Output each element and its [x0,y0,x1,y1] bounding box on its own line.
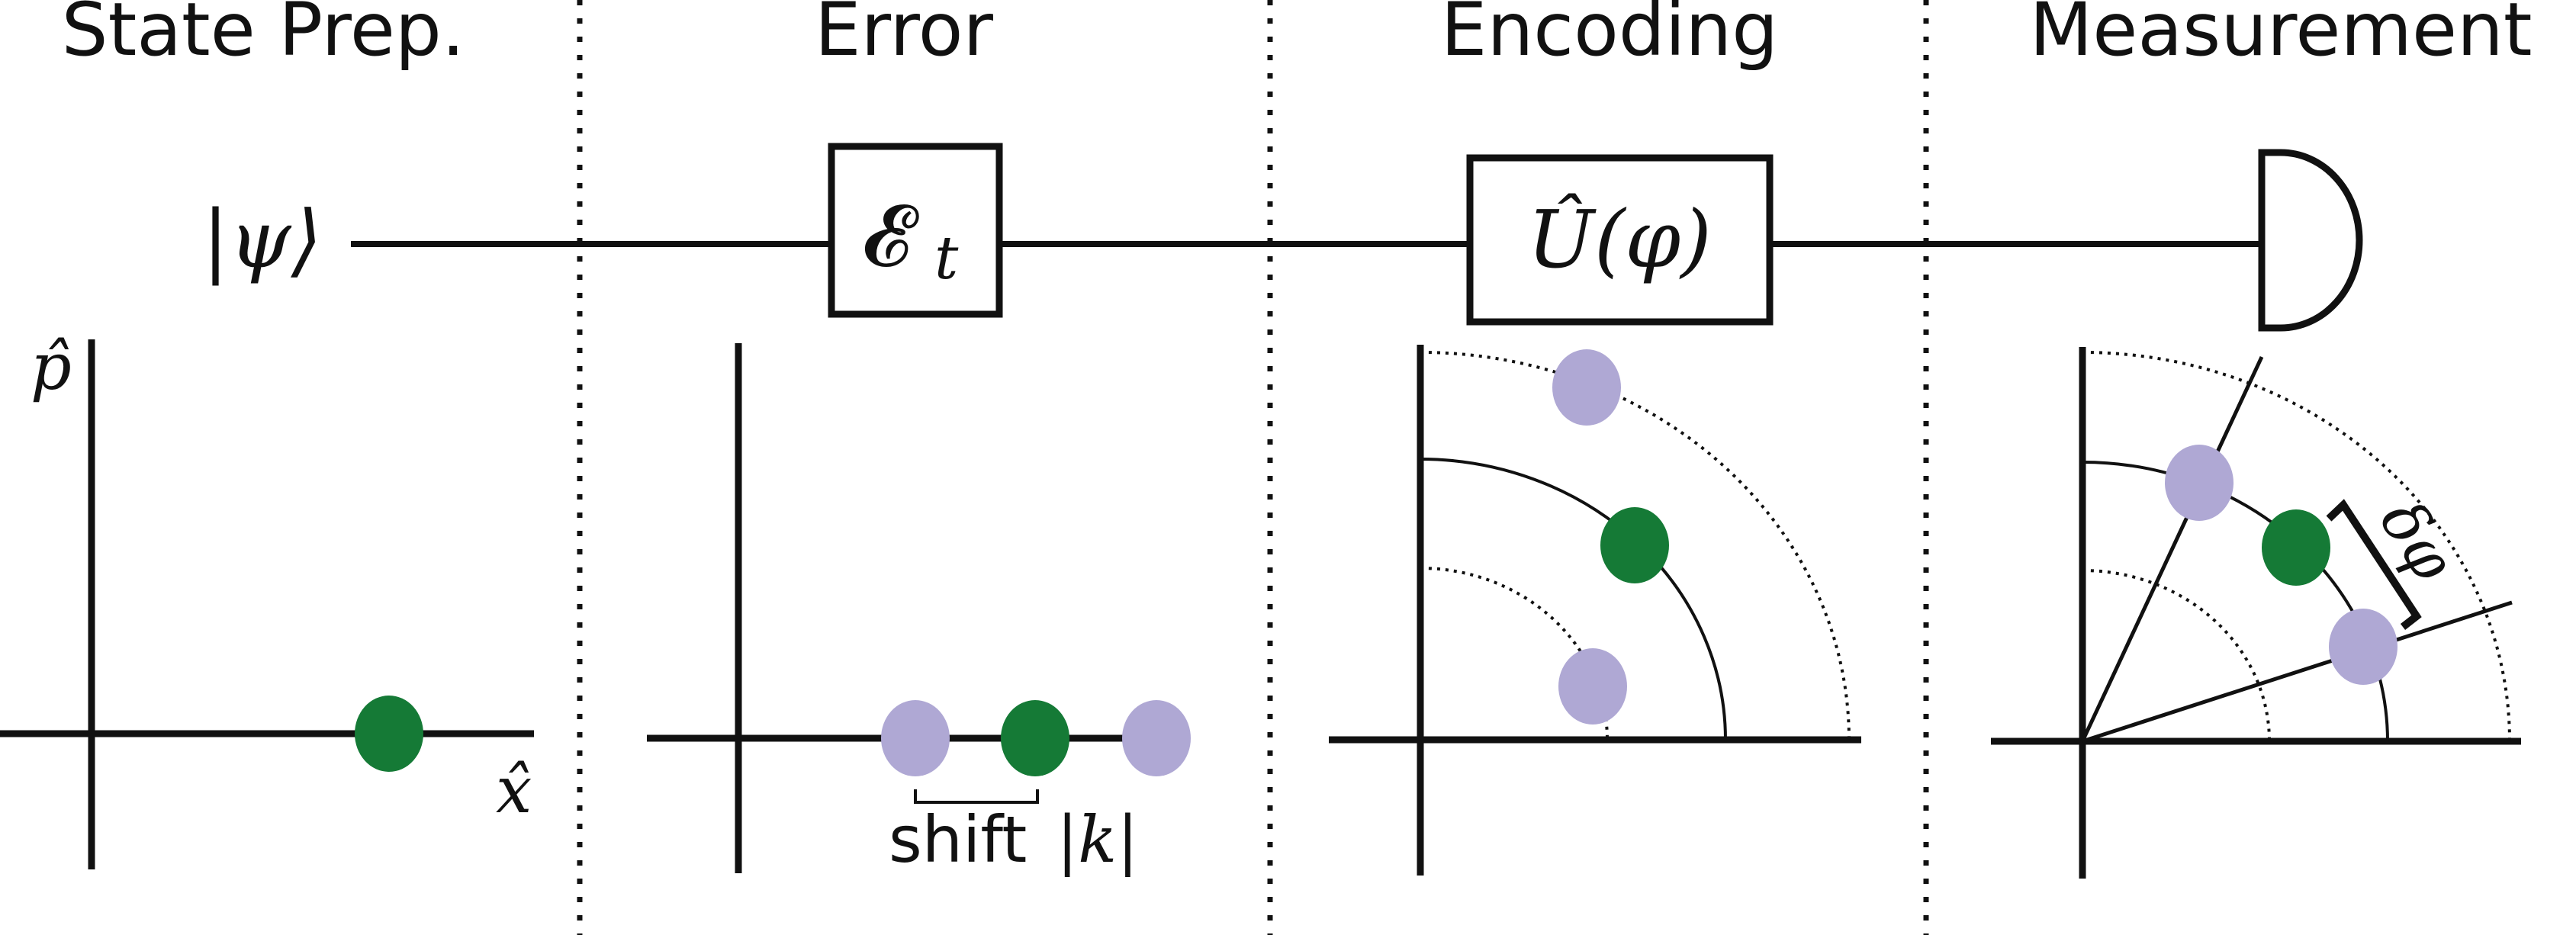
panel-state-prep: p̂ x̂ [0,329,534,869]
x-axis-label: x̂ [496,753,532,827]
detector-icon [2258,149,2363,332]
p4-ray-upper [2080,355,2264,743]
delta-phi-label: δφ [2366,488,2469,593]
panel-measurement: δφ [1991,347,2521,879]
p2-green-state [1001,700,1069,776]
encoding-gate-label: Û(φ) [1527,192,1712,286]
stage-separators [577,0,1929,935]
shift-k-label: |k| [1056,802,1139,877]
input-state-label: |ψ⟩ [202,193,322,286]
heading-encoding: Encoding [1441,0,1778,72]
heading-state-prep: State Prep. [62,0,465,72]
delta-phi-bracket [2326,499,2422,630]
p3-outer-state [1552,349,1621,426]
shift-bracket [914,789,1039,804]
p4-inner-arc [2082,569,2271,742]
error-gate-label: 𝓔 t [862,187,959,293]
p3-outer-arc [1420,351,1851,741]
heading-measurement: Measurement [2029,0,2532,72]
p4-outer-arc [2082,351,2511,742]
p4-lower-state [2329,609,2398,685]
shift-label: shift [889,802,1027,877]
encoding-gate-box [1466,154,1774,326]
panel-encoding [1329,345,1861,876]
p4-ray-lower [2082,600,2513,744]
error-gate-subscript: t [934,224,959,293]
heading-error: Error [815,0,994,72]
panel-error: shift |k| [647,343,1191,877]
p2-shifted-state-right [1122,700,1191,776]
p4-green-state [2262,509,2330,586]
error-gate-box [828,143,1003,318]
circuit [351,143,2363,332]
p-axis-label: p̂ [31,329,72,404]
p3-green-state [1600,507,1669,583]
p3-inner-state [1558,648,1627,725]
p4-upper-state [2165,445,2233,521]
error-gate-symbol: 𝓔 [862,187,919,286]
p2-shifted-state-left [881,700,950,776]
p3-inner-arc [1420,567,1609,741]
p1-green-state [355,696,423,772]
